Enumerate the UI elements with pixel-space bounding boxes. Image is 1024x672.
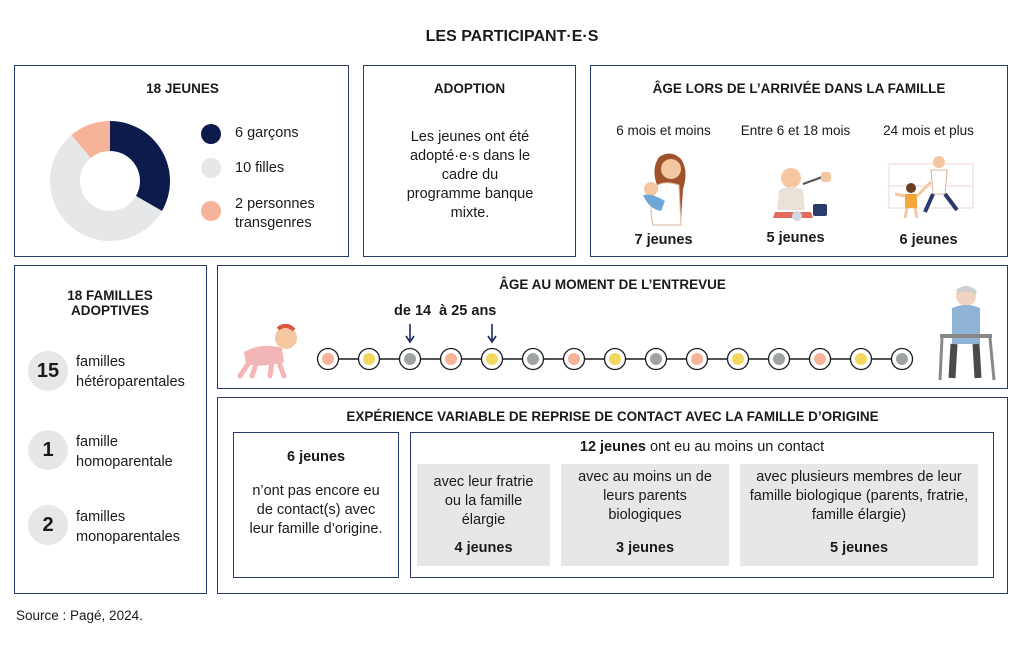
no-contact-count: 6 jeunes [286,449,346,465]
no-contact-card: 6 jeunes n’ont pas encore eu de contact(… [233,432,399,578]
timeline-dot-fill [486,353,498,365]
contact-card-fratrie: avec leur fratrie ou la famille élargie … [417,464,550,566]
contact-card-count: 5 jeunes [829,540,889,556]
famille-label: familles monoparentales [76,509,180,545]
famille-number: 15 [28,351,68,391]
age-group-count: 5 jeunes [766,230,825,246]
adoption-title: ADOPTION [433,81,506,96]
legend-label-transgenres: 2 personnes transgenres [235,196,315,231]
age-group-label: 6 mois et moins [616,123,711,138]
contact-card-plusieurs: avec plusieurs membres de leur famille b… [740,464,978,566]
donut-slice-transgenres [71,121,110,159]
timeline-dot-fill [691,353,703,365]
down-arrow-icon [405,324,415,344]
timeline-dot-fill [814,353,826,365]
age-group-count: 7 jeunes [634,232,693,248]
donut-slice-garcons [110,121,170,211]
timeline-dot-fill [650,353,662,365]
source-note: Source : Pagé, 2024. [16,608,143,623]
familles-panel: 18 FAMILLES ADOPTIVES 15 familles hétéro… [14,265,207,594]
down-arrow-icon [487,324,497,344]
timeline-dot-fill [773,353,785,365]
some-contact-count: 12 jeunes [579,439,646,455]
legend-dot-filles [201,158,221,178]
famille-number: 2 [28,505,68,545]
jeunes-title: 18 JEUNES [146,81,219,96]
contact-title: EXPÉRIENCE VARIABLE DE REPRISE DE CONTAC… [346,409,879,424]
contact-card-count: 4 jeunes [454,540,513,556]
famille-label: famille homoparentale [76,434,173,470]
some-contact-header: 12 jeunes ont eu au moins un contact [411,439,993,455]
contact-card-text: avec au moins un de leurs parents biolog… [578,469,712,523]
donut-slice-filles [50,135,162,241]
some-contact-text: ont eu au moins un contact [650,439,825,455]
legend-dot-garcons [201,124,221,144]
timeline [316,324,914,371]
contact-card-text: avec leur fratrie ou la famille élargie [433,474,534,528]
jeunes-panel: 18 JEUNES 6 garçons 10 filles 2 personne… [14,65,349,257]
timeline-dot-fill [896,353,908,365]
age-arrivee-title: ÂGE LORS DE L’ARRIVÉE DANS LA FAMILLE [652,81,946,96]
contact-card-parents: avec au moins un de leurs parents biolog… [561,464,729,566]
contact-card-count: 3 jeunes [615,540,675,556]
timeline-dot-fill [527,353,539,365]
famille-label: familles hétéroparentales [76,354,185,390]
contact-panel: EXPÉRIENCE VARIABLE DE REPRISE DE CONTAC… [217,397,1008,594]
familles-title: 18 FAMILLES ADOPTIVES [67,288,153,318]
timeline-dot-fill [363,353,375,365]
mother-baby-icon [643,153,686,226]
timeline-dot-fill [445,353,457,365]
age-range-label: de 14 à 25 ans [394,303,497,319]
adoption-text: Les jeunes ont été adopté·e·s dans le ca… [406,129,534,221]
contact-card-text: avec plusieurs membres de leur famille b… [749,469,969,523]
baby-feeding-icon [773,168,831,221]
timeline-dot-fill [855,353,867,365]
elderly-walker-icon [938,286,996,381]
gender-donut-chart [50,121,170,241]
timeline-dot-fill [568,353,580,365]
legend-label-filles: 10 filles [235,160,285,176]
age-arrivee-panel: ÂGE LORS DE L’ARRIVÉE DANS LA FAMILLE 6 … [590,65,1008,257]
some-contact-card: 12 jeunes ont eu au moins un contact ave… [410,432,994,578]
legend-label-garcons: 6 garçons [235,125,299,141]
toddler-walking-icon [888,156,974,219]
timeline-dot-fill [732,353,744,365]
entrevue-title: ÂGE AU MOMENT DE L’ENTREVUE [499,277,726,292]
age-group-label: 24 mois et plus [883,123,974,138]
entrevue-panel: ÂGE AU MOMENT DE L’ENTREVUE de 14 à 25 a… [217,265,1008,389]
age-group-count: 6 jeunes [899,232,958,248]
crawling-baby-icon [237,324,297,379]
page-title: LES PARTICIPANT·E·S [425,28,599,45]
adoption-panel: ADOPTION Les jeunes ont été adopté·e·s d… [363,65,576,257]
age-group-label: Entre 6 et 18 mois [740,123,851,138]
timeline-dot-fill [404,353,416,365]
no-contact-text: n’ont pas encore eu de contact(s) avec l… [249,483,383,537]
legend-dot-transgenres [201,201,221,221]
timeline-dot-fill [609,353,621,365]
famille-number: 1 [28,430,68,470]
timeline-dot-fill [322,353,334,365]
